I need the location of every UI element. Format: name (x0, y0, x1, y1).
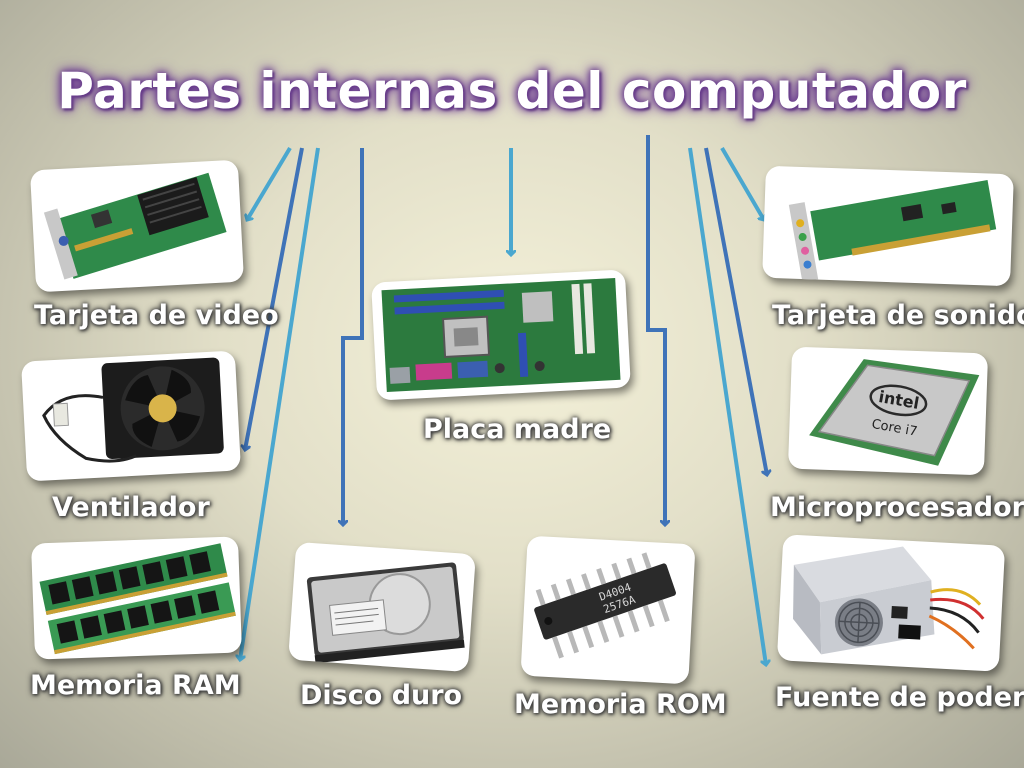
fan-image (21, 350, 241, 482)
label-video-card: Tarjeta de video (34, 300, 279, 331)
video-card-image (29, 159, 245, 293)
arrow-to-cpu (704, 147, 767, 475)
arrow-to-hard-disk (343, 148, 364, 525)
motherboard-image (371, 269, 631, 401)
arrow-to-fan (245, 147, 304, 450)
label-power-supply: Fuente de poder (775, 682, 1024, 713)
rom-image: D4004 2576A (520, 535, 696, 685)
label-motherboard: Placa madre (423, 414, 612, 445)
arrow-to-ram (240, 147, 320, 660)
arrow-to-power-supply (688, 147, 766, 665)
arrow-to-rom (646, 135, 665, 525)
sound-card-image (762, 165, 1014, 287)
label-rom: Memoria ROM (514, 689, 727, 720)
label-hard-disk: Disco duro (300, 680, 463, 711)
ram-image (31, 536, 242, 660)
page-title: Partes internas del computador (57, 62, 967, 120)
hard-disk-image (288, 541, 476, 673)
label-fan: Ventilador (52, 492, 210, 523)
label-cpu: Microprocesador (770, 492, 1024, 523)
arrow-to-video-card (247, 146, 292, 220)
cpu-image: intel Core i7 (787, 346, 989, 476)
label-ram: Memoria RAM (30, 670, 241, 701)
label-sound-card: Tarjeta de sonido (772, 300, 1024, 331)
power-supply-image (776, 534, 1006, 672)
arrow-to-sound-card (720, 146, 764, 220)
